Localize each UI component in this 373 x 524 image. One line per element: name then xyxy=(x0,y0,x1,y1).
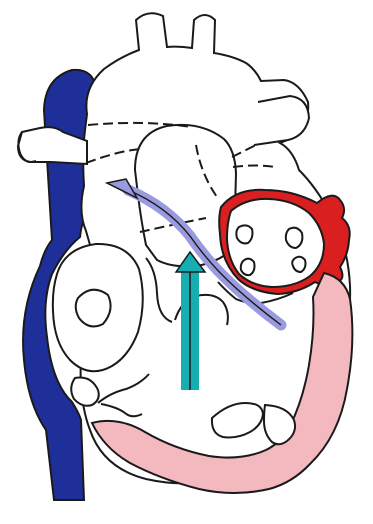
heart-diagram-canvas xyxy=(0,0,373,524)
heart-diagram xyxy=(0,0,373,524)
